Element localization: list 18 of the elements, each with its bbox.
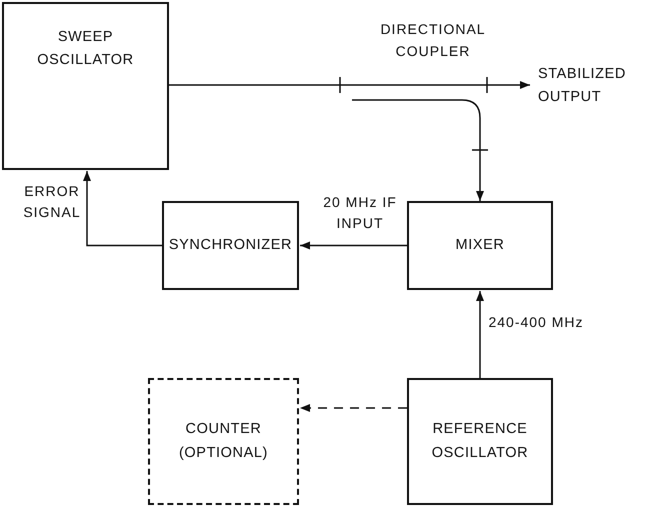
block-box [2,2,169,170]
arrow [300,242,407,250]
block-label: SYNCHRONIZER [168,236,292,255]
block-box [407,378,553,505]
block-label: COUNTER (OPTIONAL) [178,420,269,462]
dashed-arrow [300,404,407,412]
part-label: DIRECTIONAL COUPLER [379,20,487,62]
block-label: MIXER [456,236,504,255]
block-box [148,378,299,505]
block-box [407,201,553,290]
arrow [83,171,162,246]
arrow [476,291,484,378]
block-label: REFERENCE OSCILLATOR [430,420,530,462]
arrow [169,81,530,89]
arrow [352,99,484,201]
block-box [162,201,299,290]
block-label: SWEEP OSCILLATOR [36,28,135,70]
block-label: STABILIZED OUTPUT [538,64,627,107]
